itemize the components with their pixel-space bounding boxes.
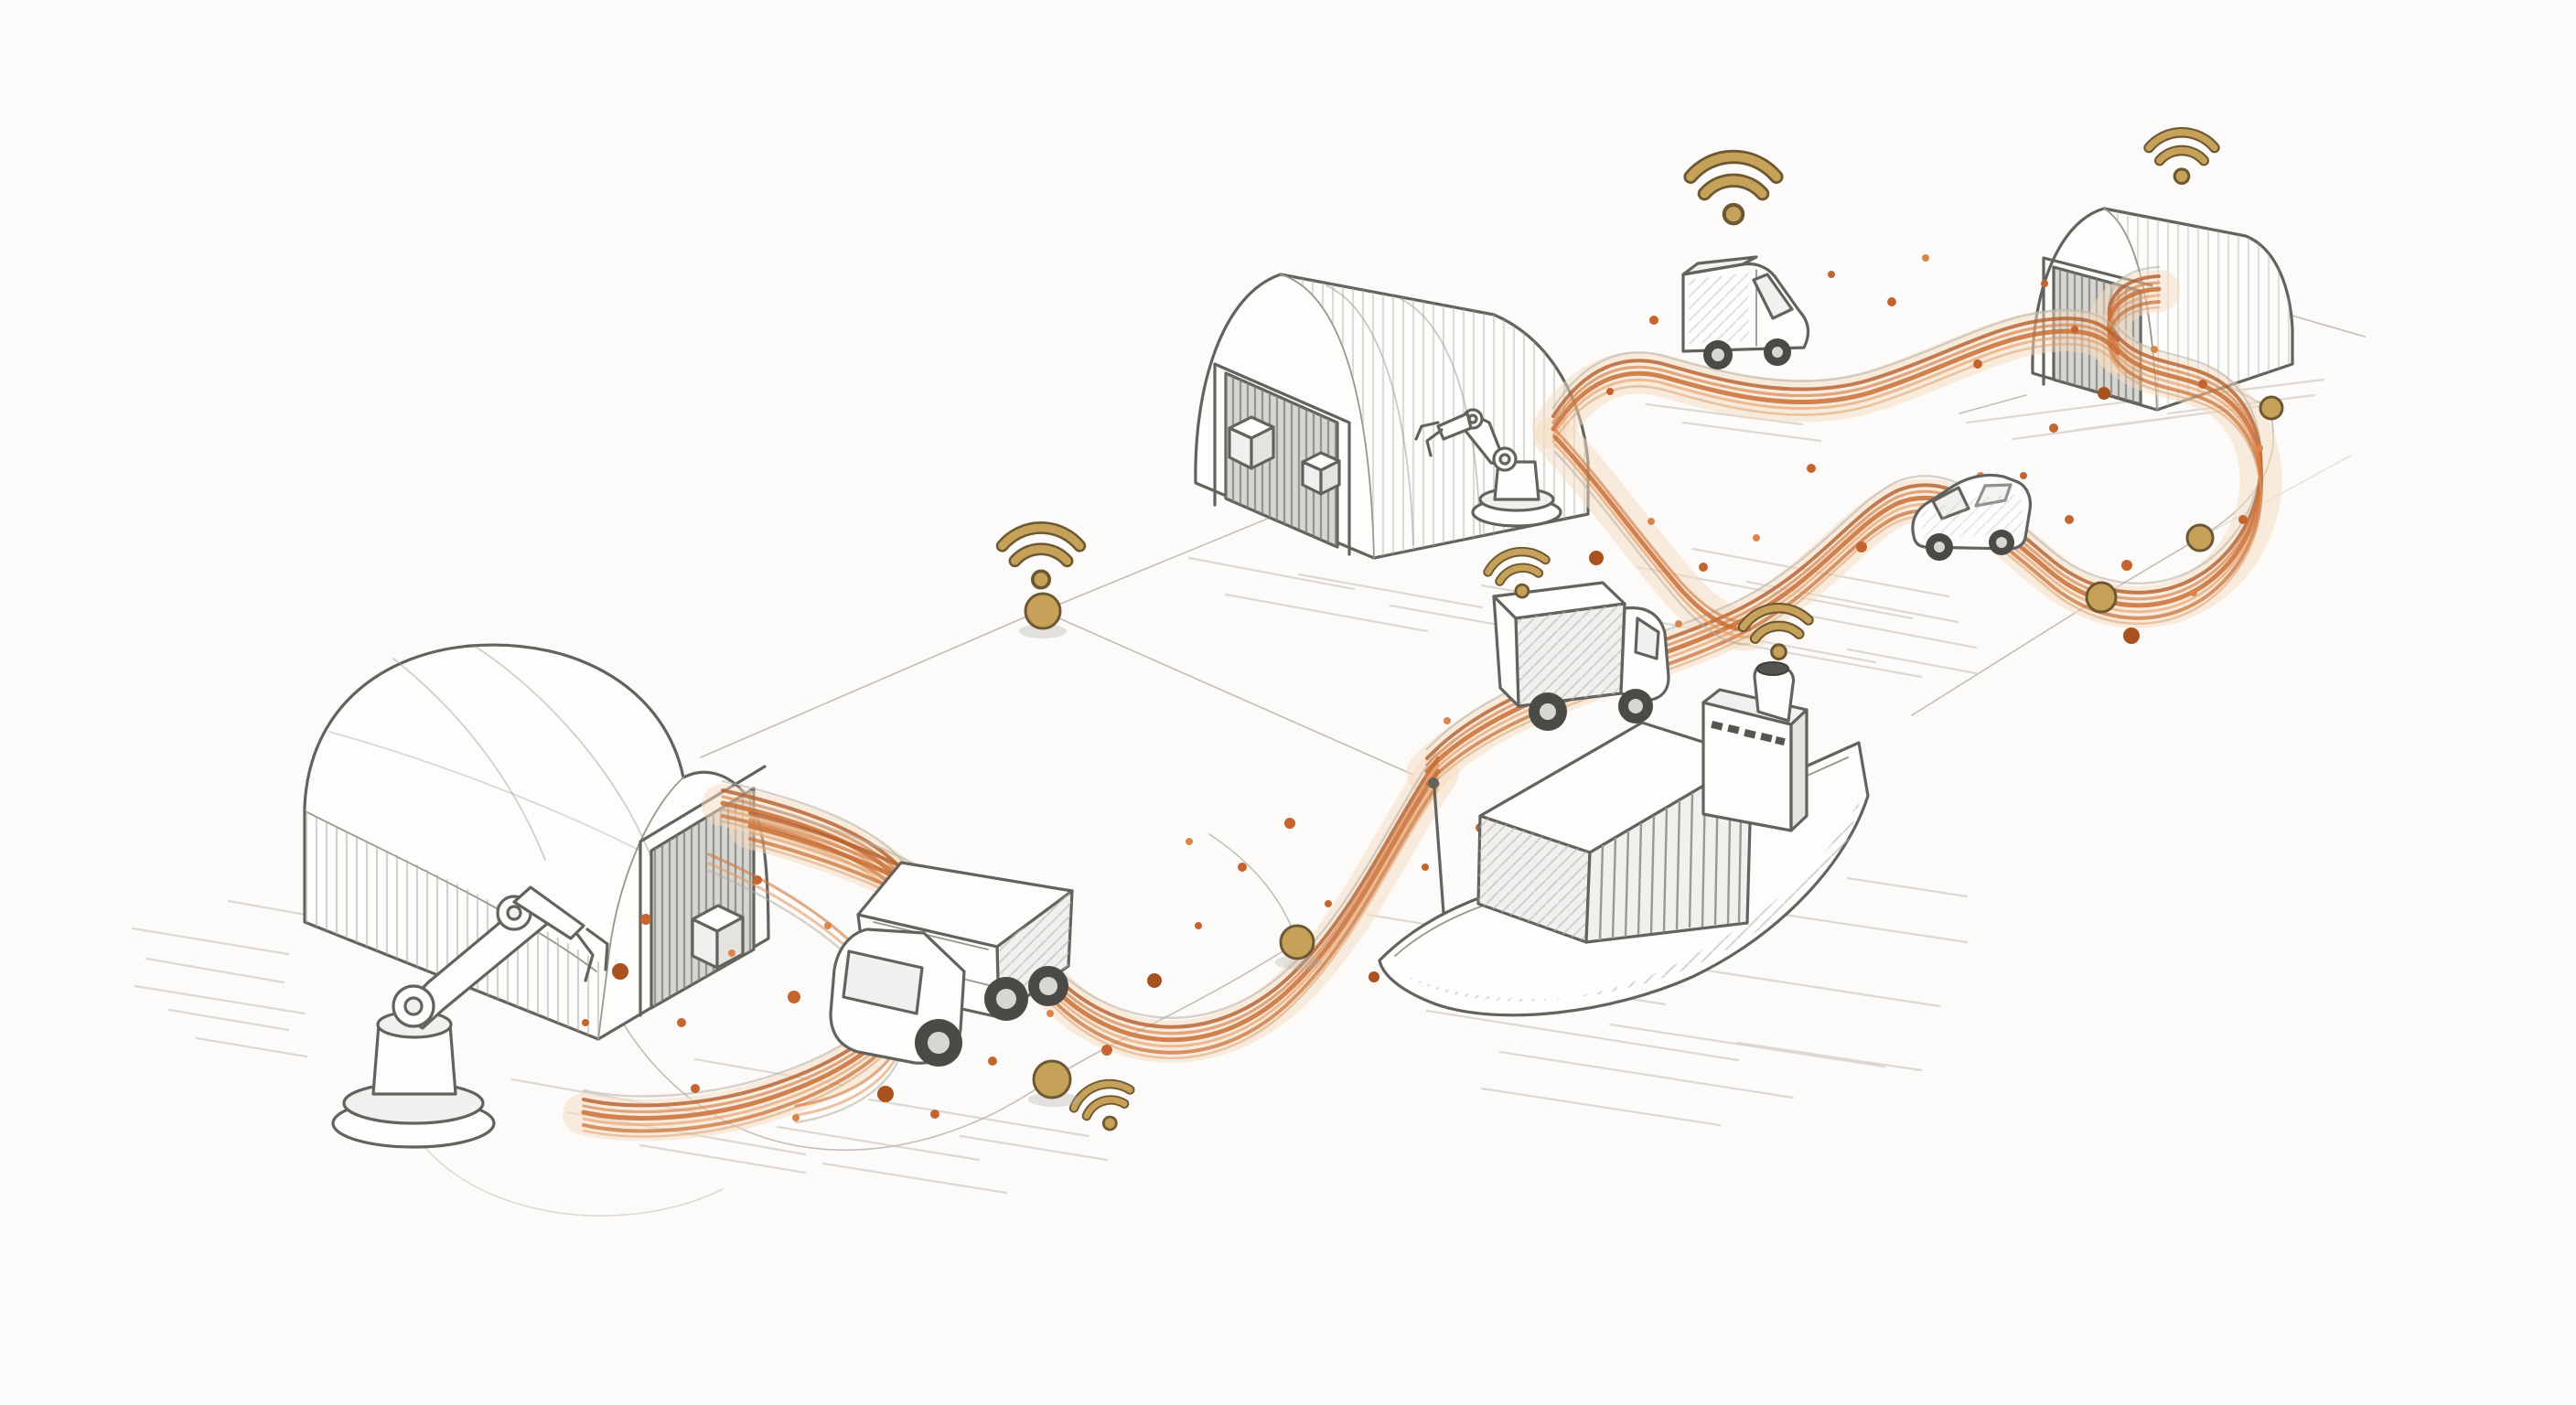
- sensor-node-ship-dot: [1279, 924, 1315, 960]
- robotic-arm-central-gripper: [1414, 421, 1444, 457]
- wifi-warehouse-east-icon: [2149, 133, 2215, 184]
- warehouse-west-box: [691, 904, 745, 970]
- link-hub-stream: [1042, 610, 1414, 776]
- ground-hatching: [131, 312, 2366, 1195]
- robotic-arm-central: [1414, 408, 1562, 528]
- sensor-node-central-dot: [1024, 592, 1062, 630]
- passenger-car: [1911, 473, 2033, 561]
- data-streams: [582, 254, 2263, 1136]
- box-truck-west: [829, 861, 1074, 1067]
- factory-central-boxes: [1228, 415, 1341, 496]
- sensor-nodes: [1019, 395, 2284, 1107]
- box-truck-central-cab: [1619, 606, 1670, 702]
- delivery-van-wheels: [1703, 338, 1791, 370]
- sensor-node-east-3-dot: [2259, 395, 2284, 421]
- wifi-van-icon: [1690, 156, 1776, 223]
- warehouse-east-wall-shading: [2104, 209, 2292, 410]
- ship-mast: [1428, 778, 1445, 915]
- ship-superstructure: [1701, 661, 1809, 832]
- sensor-node-south-dot: [1032, 1059, 1072, 1099]
- ship-bridge-windows: [1711, 721, 1786, 746]
- cargo-ship: [1378, 661, 1870, 1017]
- ship-container: [1476, 721, 1754, 944]
- box-truck-west-wheels: [915, 966, 1068, 1067]
- sensor-node-east-1-dot: [2085, 581, 2118, 614]
- box-truck-central: [1492, 581, 1670, 731]
- warehouse-west-wall-shading: [305, 807, 607, 1039]
- ship-funnel: [1753, 661, 1796, 723]
- warehouse-west: [303, 643, 770, 1041]
- link-hub-warehouse-west: [700, 610, 1040, 758]
- stream-particles: [582, 254, 2263, 1121]
- delivery-van: [1681, 255, 1810, 370]
- box-truck-central-wheels: [1529, 689, 1653, 731]
- robotic-arm-west: [331, 885, 609, 1149]
- passenger-car-wheels: [1926, 530, 2014, 561]
- wifi-south-icon: [1069, 1077, 1140, 1138]
- sensor-node-east-2-dot: [2185, 523, 2215, 552]
- wifi-hub-central-icon: [1003, 528, 1080, 588]
- robotic-arm-west-gripper: [574, 928, 609, 982]
